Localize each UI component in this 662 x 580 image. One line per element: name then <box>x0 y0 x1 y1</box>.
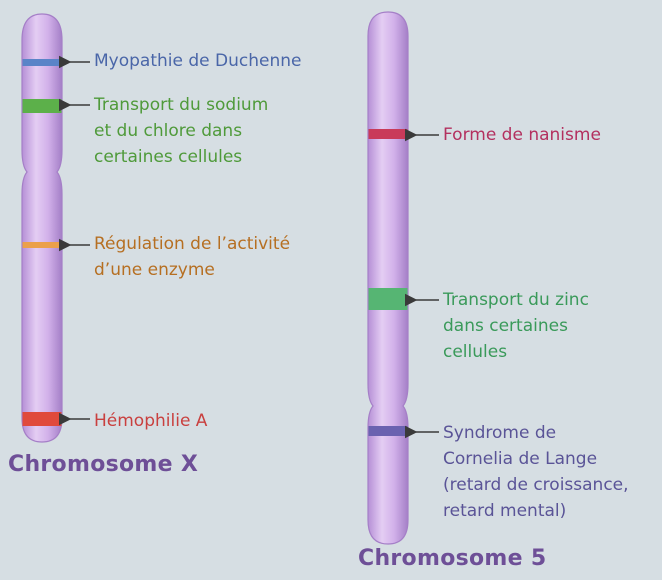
band-zinc <box>368 288 408 310</box>
label-line: Cornelia de Lange <box>443 449 598 469</box>
label-line: d’une enzyme <box>94 260 215 280</box>
band-nanisme <box>368 129 408 139</box>
label-hemophilie: Hémophilie A <box>94 408 207 434</box>
band-enzyme <box>22 242 62 248</box>
chromosome-x <box>21 13 90 443</box>
chromosome-5-title: Chromosome 5 <box>358 546 547 571</box>
label-line: et du chlore dans <box>94 121 243 141</box>
label-sodium-transport: Transport du sodium et du chlore dans ce… <box>94 92 268 170</box>
label-line: Syndrome de <box>443 423 557 443</box>
label-line: Transport du zinc <box>443 290 589 310</box>
band-duchenne <box>22 59 62 66</box>
label-duchenne: Myopathie de Duchenne <box>94 48 301 74</box>
label-enzyme-regulation: Régulation de l’activité d’une enzyme <box>94 231 290 283</box>
label-line: certaines cellules <box>94 147 243 167</box>
label-line: Forme de nanisme <box>443 125 601 145</box>
label-line: (retard de croissance, <box>443 475 629 495</box>
label-line: Régulation de l’activité <box>94 234 291 254</box>
label-line: dans certaines <box>443 316 568 336</box>
label-nanisme: Forme de nanisme <box>443 122 601 148</box>
label-line: Hémophilie A <box>94 411 208 431</box>
band-hemophilie <box>22 412 62 426</box>
chromosome-x-title: Chromosome X <box>8 452 199 477</box>
chromosome-5 <box>367 11 439 545</box>
label-line: retard mental) <box>443 501 567 521</box>
label-zinc-transport: Transport du zinc dans certaines cellule… <box>443 287 589 365</box>
chromosome-5-body <box>367 11 409 545</box>
label-line: Transport du sodium <box>94 95 269 115</box>
label-line: cellules <box>443 342 508 362</box>
label-cornelia-de-lange: Syndrome de Cornelia de Lange (retard de… <box>443 420 629 524</box>
label-line: Myopathie de Duchenne <box>94 51 302 71</box>
band-cornelia <box>368 426 408 436</box>
chromosome-x-body <box>21 13 63 443</box>
band-sodium <box>22 99 62 113</box>
